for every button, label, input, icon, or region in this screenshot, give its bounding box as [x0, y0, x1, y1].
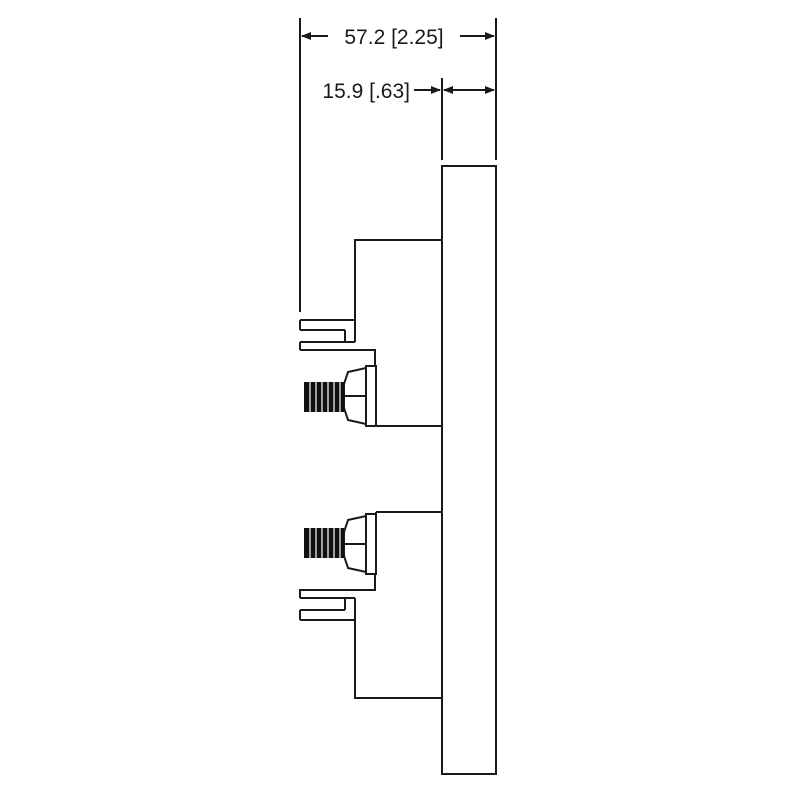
upper-body-outline — [354, 239, 442, 320]
upper-terminal-blade — [299, 319, 356, 343]
overall-dimension-label: 57.2 [2.25] — [344, 26, 443, 49]
mounting-plate — [441, 165, 497, 775]
upper-stud-assembly — [299, 342, 442, 427]
upper-washer — [365, 365, 377, 427]
upper-threaded-stud — [304, 382, 344, 412]
overall-dimension: 57.2 [2.25] — [299, 18, 497, 312]
lower-stud-assembly — [299, 511, 442, 598]
lower-threaded-stud — [304, 528, 344, 558]
lower-terminal-blade — [299, 597, 356, 621]
panel-dimension-label: 15.9 [.63] — [322, 80, 410, 103]
lower-washer — [365, 513, 377, 575]
lower-body-outline — [354, 620, 442, 699]
panel-dimension: 15.9 [.63] — [322, 78, 495, 160]
